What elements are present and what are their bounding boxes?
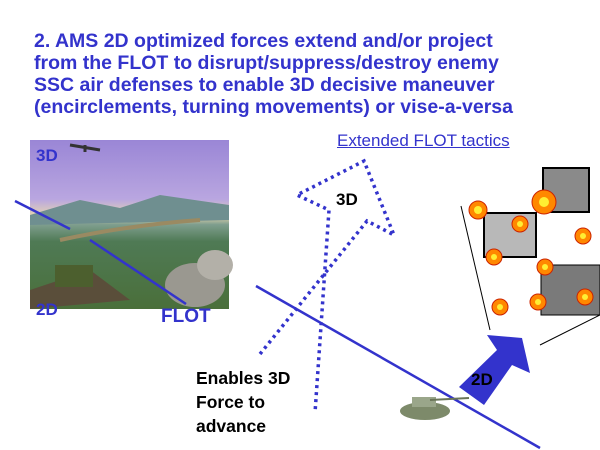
tank-image	[400, 397, 470, 420]
enables-3d-text: Enables 3D Force to advance	[196, 366, 290, 438]
photo-3d-label: 3D	[36, 146, 58, 165]
photo-2d-label: 2D	[36, 300, 58, 319]
enables-line: Enables 3D	[196, 368, 291, 388]
arrow-2d-label: 2D	[471, 370, 493, 389]
dotted-3d-arrow	[258, 158, 398, 414]
slide-title: 2. AMS 2D optimized forces extend and/or…	[34, 30, 594, 118]
flot-line	[255, 284, 541, 450]
title-line: from the FLOT to disrupt/suppress/destro…	[34, 52, 499, 74]
title-line: SSC air defenses to enable 3D decisive m…	[34, 74, 495, 96]
enables-line: advance	[196, 416, 267, 436]
arrow-3d-label: 3D	[336, 190, 358, 209]
solid-2d-arrow	[459, 335, 530, 405]
enables-line: Force to	[196, 392, 266, 412]
extended-flot-tactics-link[interactable]: Extended FLOT tactics	[337, 131, 510, 150]
battlefield-photo	[30, 140, 233, 309]
flot-label: FLOT	[161, 306, 211, 327]
title-line: (encirclements, turning movements) or vi…	[34, 96, 513, 118]
enemy-air-defense-collage	[460, 167, 600, 346]
title-line: 2. AMS 2D optimized forces extend and/or…	[34, 30, 493, 52]
